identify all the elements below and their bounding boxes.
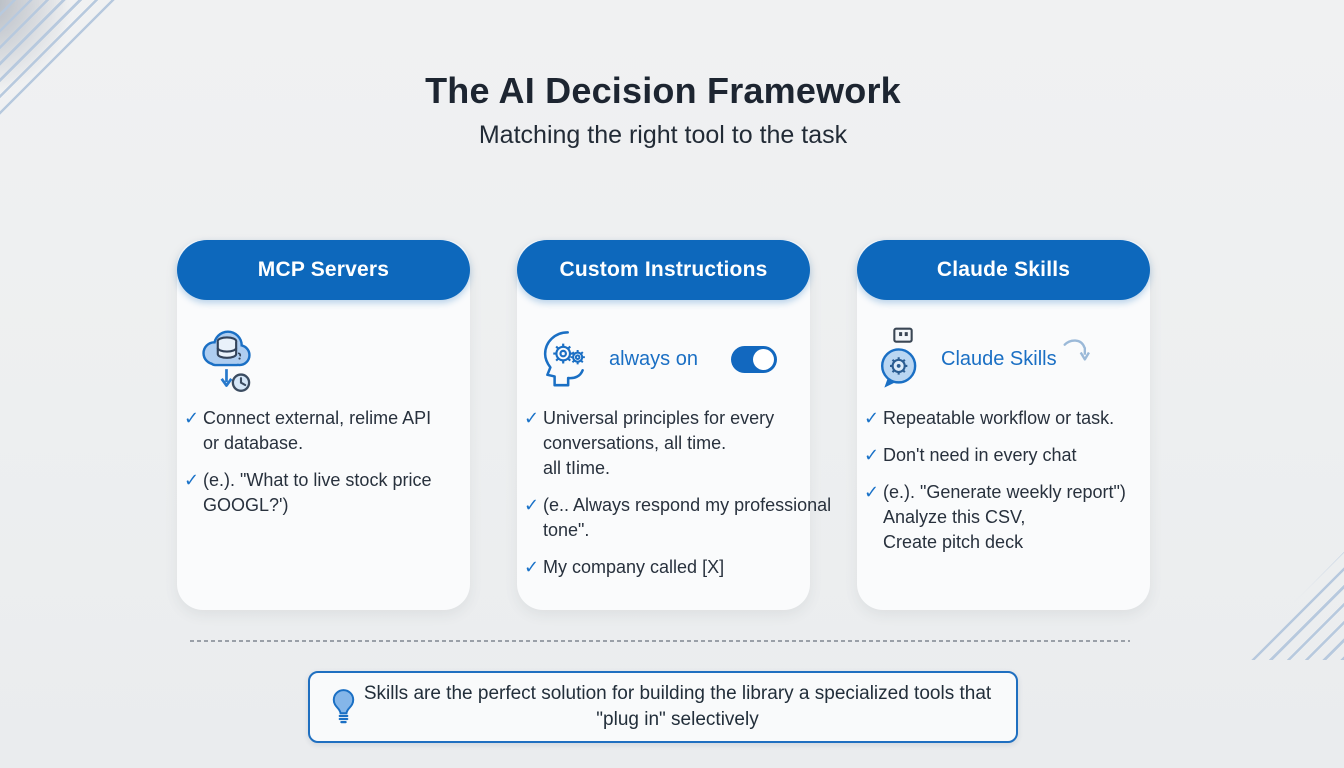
bullet-item: ✓(e.. Always respond my professional ton… — [524, 493, 831, 543]
bullet-item: ✓Connect external, relime API or databas… — [184, 406, 470, 456]
bullet-item: ✓Don't need in every chat — [864, 443, 1150, 468]
claude-skills-bullet-list: ✓Repeatable workflow or task.✓Don't need… — [857, 406, 1150, 585]
custom-instructions-icon-area: always on — [537, 316, 810, 402]
check-icon: ✓ — [864, 482, 880, 502]
check-icon: ✓ — [524, 495, 540, 515]
callout-text: Skills are the perfect solution for buil… — [363, 683, 992, 730]
bullet-item: ✓Universal principles for every conversa… — [524, 406, 810, 481]
check-icon: ✓ — [524, 557, 540, 577]
always-on-label: always on — [609, 347, 698, 370]
card-claude-skills: Claude Skills — [857, 240, 1150, 610]
mcp-icon-area — [197, 316, 470, 402]
check-icon: ✓ — [184, 470, 200, 490]
bullet-text: Connect external, relime API or database… — [203, 408, 432, 453]
page-title: The AI Decision Framework — [425, 70, 901, 111]
bullet-text: My company called [X] — [543, 557, 725, 577]
bullet-text: (e.). "What to live stock price GOOGL?') — [203, 470, 432, 515]
custom-instructions-bullet-list: ✓Universal principles for every conversa… — [517, 406, 831, 610]
check-icon: ✓ — [864, 445, 880, 465]
bullet-text: (e.). "Generate weekly report") Analyze … — [883, 482, 1126, 552]
dashed-divider — [190, 640, 1130, 642]
bullet-item: ✓(e.). "What to live stock price GOOGL?'… — [184, 468, 470, 518]
card-header-custom-instructions: Custom Instructions — [517, 240, 810, 300]
bullet-item: ✓Repeatable workflow or task. — [864, 406, 1150, 431]
usb-chat-gear-icon — [877, 324, 929, 394]
always-on-toggle[interactable] — [730, 345, 777, 373]
cards-row: MCP Servers — [177, 240, 1150, 610]
curved-down-arrow-icon — [1061, 337, 1094, 367]
check-icon: ✓ — [524, 408, 540, 428]
claude-skills-icon-area: Claude Skills — [877, 316, 1150, 402]
check-icon: ✓ — [184, 408, 200, 428]
cloud-database-clock-icon — [197, 324, 255, 394]
card-custom-instructions: Custom Instructions — [517, 240, 831, 610]
bullet-item: ✓My company called [X] — [524, 555, 810, 580]
card-header-claude-skills: Claude Skills — [857, 240, 1150, 300]
card-mcp-servers: MCP Servers — [177, 240, 470, 610]
bullet-text: Don't need in every chat — [883, 445, 1077, 465]
card-header-mcp-servers: MCP Servers — [177, 240, 470, 300]
bullet-text: Universal principles for every conversat… — [543, 408, 775, 478]
lightbulb-icon — [330, 687, 357, 727]
bullet-text: Repeatable workflow or task. — [883, 408, 1115, 428]
toggle-knob — [752, 348, 774, 370]
claude-skills-caption: Claude Skills — [941, 347, 1057, 370]
mcp-bullet-list: ✓Connect external, relime API or databas… — [177, 406, 470, 548]
bullet-item: ✓(e.). "Generate weekly report") Analyze… — [864, 480, 1150, 555]
callout-box: Skills are the perfect solution for buil… — [308, 671, 1018, 743]
check-icon: ✓ — [864, 408, 880, 428]
bullet-text: (e.. Always respond my professional tone… — [543, 495, 832, 540]
diagonal-stripes-bottom-right — [1238, 552, 1344, 660]
head-gears-icon — [537, 327, 593, 391]
page-subtitle: Matching the right tool to the task — [478, 121, 848, 149]
